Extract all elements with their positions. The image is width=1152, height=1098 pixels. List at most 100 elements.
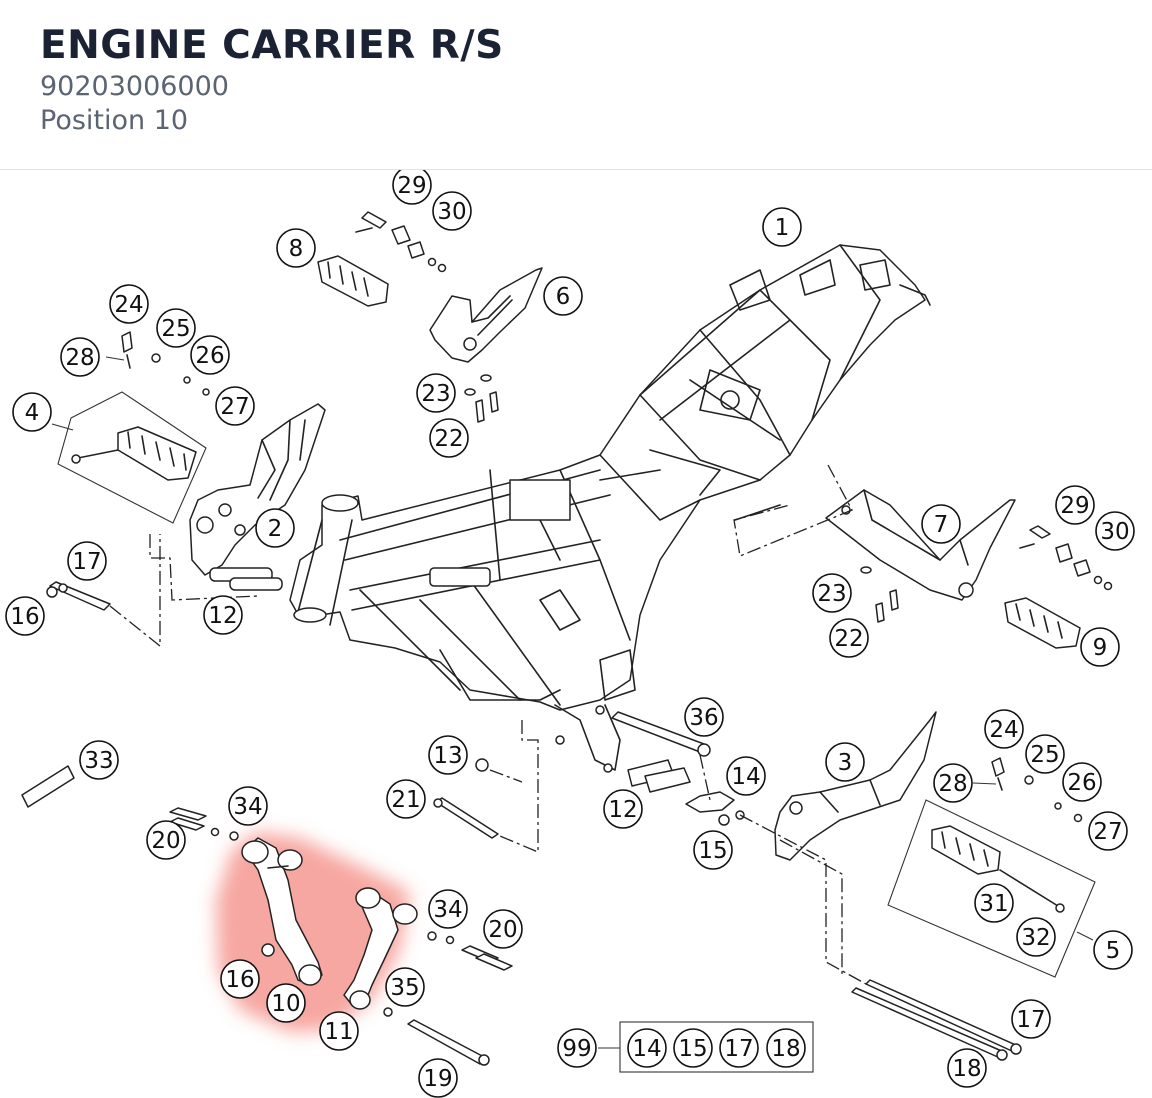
hardware-engine-carrier — [169, 807, 513, 1066]
callout-17-right-circle — [1011, 999, 1051, 1039]
callout-11[interactable]: 11 — [319, 1011, 359, 1051]
callout-16-highlight-circle — [220, 959, 260, 999]
kit-14[interactable]: 14 — [627, 1028, 667, 1068]
callout-28-right[interactable]: 28 — [933, 763, 973, 803]
callout-15[interactable]: 15 — [693, 830, 733, 870]
callout-27-right[interactable]: 27 — [1088, 811, 1128, 851]
callout-25-right-text: 25 — [1030, 742, 1059, 768]
callout-24-left[interactable]: 24 — [109, 284, 149, 324]
callout-25-left[interactable]: 25 — [156, 308, 196, 348]
callout-29-right[interactable]: 29 — [1055, 485, 1095, 525]
kit-15[interactable]: 15 — [673, 1028, 713, 1068]
callout-22-top[interactable]: 22 — [429, 418, 469, 458]
callout-27-left[interactable]: 27 — [215, 386, 255, 426]
callout-34-left[interactable]: 34 — [228, 786, 268, 826]
callout-26-left-circle — [190, 335, 230, 375]
callout-20-left[interactable]: 20 — [146, 820, 186, 860]
callout-17-right-text: 17 — [1016, 1007, 1045, 1033]
kit-17[interactable]: 17 — [719, 1028, 759, 1068]
callout-12-left[interactable]: 12 — [203, 595, 243, 635]
leader-lines — [51, 356, 1094, 1049]
callout-21[interactable]: 21 — [386, 779, 426, 819]
callout-16-left-circle — [5, 596, 45, 636]
hardware-center-lower — [433, 711, 745, 839]
callout-8[interactable]: 8 — [276, 228, 316, 268]
callout-19[interactable]: 19 — [418, 1058, 458, 1098]
callout-24-left-circle — [109, 284, 149, 324]
callout-24-right-circle — [984, 709, 1024, 749]
callout-18[interactable]: 18 — [947, 1048, 987, 1088]
callout-16-left[interactable]: 16 — [5, 596, 45, 636]
callout-99[interactable]: 99 — [557, 1028, 597, 1068]
callout-26-right[interactable]: 26 — [1062, 762, 1102, 802]
callout-5-text: 5 — [1106, 938, 1121, 964]
callout-32[interactable]: 32 — [1016, 917, 1056, 957]
callout-25-right[interactable]: 25 — [1025, 734, 1065, 774]
callout-6-text: 6 — [556, 284, 571, 310]
callout-12-center[interactable]: 12 — [603, 789, 643, 829]
callout-35-text: 35 — [390, 975, 419, 1001]
callout-18-text: 18 — [952, 1056, 981, 1082]
callout-20-right[interactable]: 20 — [483, 909, 523, 949]
callout-7[interactable]: 7 — [921, 504, 961, 544]
callout-26-right-text: 26 — [1067, 770, 1096, 796]
callout-7-text: 7 — [934, 512, 949, 538]
callout-6[interactable]: 6 — [543, 276, 583, 316]
callout-3[interactable]: 3 — [825, 742, 865, 782]
callout-36[interactable]: 36 — [684, 697, 724, 737]
callout-8-text: 8 — [289, 236, 304, 262]
callout-6-circle — [543, 276, 583, 316]
callout-26-left[interactable]: 26 — [190, 335, 230, 375]
callout-23-top[interactable]: 23 — [416, 373, 456, 413]
callout-17-left[interactable]: 17 — [67, 541, 107, 581]
callout-30-top[interactable]: 30 — [432, 191, 472, 231]
callout-23-right[interactable]: 23 — [812, 573, 852, 613]
callout-10[interactable]: 10 — [266, 983, 306, 1023]
callout-22-right-text: 22 — [834, 626, 863, 652]
kit-box — [619, 1021, 814, 1073]
callout-23-top-circle — [416, 373, 456, 413]
callout-18-circle — [947, 1048, 987, 1088]
callout-33[interactable]: 33 — [79, 740, 119, 780]
callout-5[interactable]: 5 — [1093, 930, 1133, 970]
hardware-right — [860, 525, 1113, 623]
callout-33-circle — [79, 740, 119, 780]
callout-99-circle — [557, 1028, 597, 1068]
callout-28-right-circle — [933, 763, 973, 803]
callout-7-circle — [921, 504, 961, 544]
callout-22-right[interactable]: 22 — [829, 618, 869, 658]
callout-25-left-circle — [156, 308, 196, 348]
callout-12-center-circle — [603, 789, 643, 829]
callout-36-circle — [684, 697, 724, 737]
callout-4[interactable]: 4 — [12, 392, 52, 432]
callout-13[interactable]: 13 — [428, 735, 468, 775]
callout-14-right[interactable]: 14 — [726, 756, 766, 796]
callout-20-right-circle — [483, 909, 523, 949]
callout-34-right[interactable]: 34 — [428, 889, 468, 929]
callout-29-top[interactable]: 29 — [392, 170, 432, 205]
footrest-bracket-left — [189, 403, 326, 576]
callout-28-left-text: 28 — [65, 345, 94, 371]
callout-19-text: 19 — [423, 1066, 452, 1092]
callout-31[interactable]: 31 — [974, 883, 1014, 923]
assembly-centerlines — [109, 464, 867, 985]
callout-29-top-text: 29 — [397, 173, 426, 199]
callout-15-text: 15 — [698, 838, 727, 864]
callout-16-highlight[interactable]: 16 — [220, 959, 260, 999]
callout-30-right[interactable]: 30 — [1095, 511, 1135, 551]
callout-1[interactable]: 1 — [762, 207, 802, 247]
long-bolts-right — [851, 979, 1022, 1061]
callout-28-left[interactable]: 28 — [60, 337, 100, 377]
page-header: ENGINE CARRIER R/S 90203006000 Position … — [0, 0, 1152, 169]
callout-17-right[interactable]: 17 — [1011, 999, 1051, 1039]
kit-14-circle — [627, 1028, 667, 1068]
callout-27-left-text: 27 — [220, 394, 249, 420]
callout-31-circle — [974, 883, 1014, 923]
callout-24-right[interactable]: 24 — [984, 709, 1024, 749]
callout-13-circle — [428, 735, 468, 775]
callout-9[interactable]: 9 — [1080, 627, 1120, 667]
callout-35[interactable]: 35 — [385, 967, 425, 1007]
kit-18[interactable]: 18 — [766, 1028, 806, 1068]
callout-2[interactable]: 2 — [255, 508, 295, 548]
callout-10-text: 10 — [271, 991, 300, 1017]
